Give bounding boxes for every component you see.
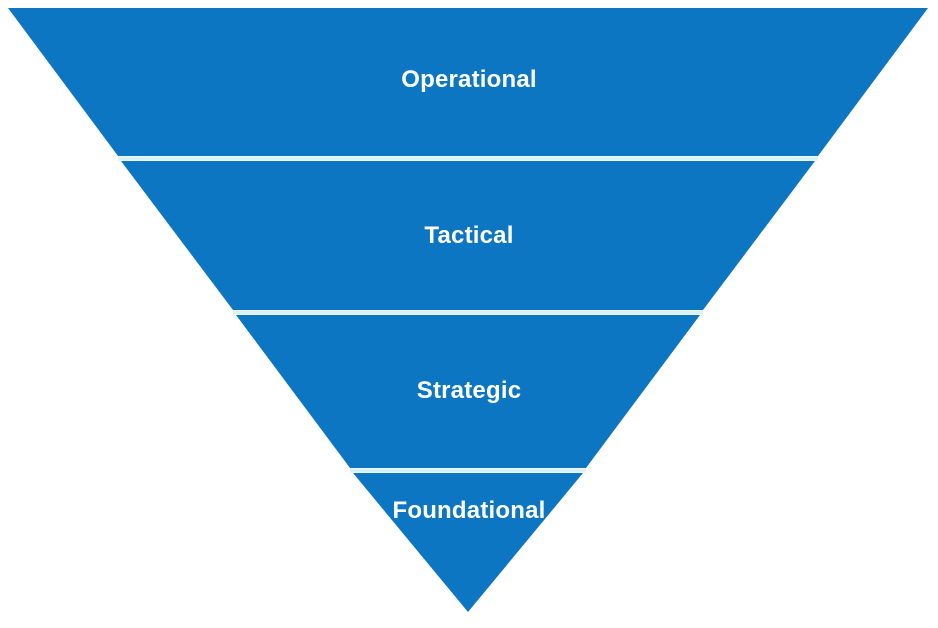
- tier-band-operational[interactable]: [8, 8, 928, 156]
- tier-band-tactical[interactable]: [121, 161, 815, 310]
- tier-band-foundational[interactable]: [353, 473, 583, 612]
- tier-band-strategic[interactable]: [236, 315, 700, 468]
